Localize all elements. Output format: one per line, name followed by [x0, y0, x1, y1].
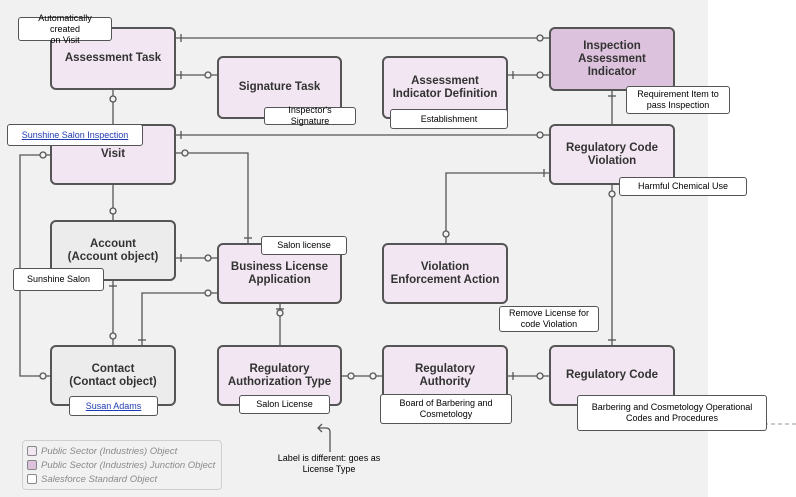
note-establishment: Establishment: [390, 109, 508, 129]
legend-label-public-sector: Public Sector (Industries) Object: [41, 445, 178, 457]
marker-circle-11: [442, 230, 450, 238]
line-visit-to-contact: [19, 154, 50, 377]
note-requirement-item: Requirement Item to pass Inspection: [626, 86, 730, 114]
annotation-label-different: Label is different: goes as License Type: [277, 453, 381, 474]
legend-row-public-sector: Public Sector (Industries) Object: [27, 444, 217, 458]
entity-account[interactable]: Account (Account object): [50, 220, 176, 281]
annotation-arrow: [318, 427, 331, 452]
marker-circle-10: [204, 289, 212, 297]
legend-swatch-public-sector: [27, 446, 37, 456]
legend: Public Sector (Industries) Object Public…: [22, 440, 222, 490]
marker-circle-12: [608, 190, 616, 198]
note-salon-license-lower: Salon license: [261, 236, 347, 255]
marker-circle-17: [536, 372, 544, 380]
line-violation-to-enforcement: [445, 172, 549, 243]
marker-circle-18: [39, 372, 47, 380]
marker-circle-2: [204, 71, 212, 79]
line-visit-to-business-license: [176, 152, 249, 243]
marker-circle-3: [536, 71, 544, 79]
note-inspector-signature: Inspector's Signature: [264, 105, 356, 126]
marker-circle-14: [276, 309, 284, 317]
marker-circle-13: [109, 332, 117, 340]
marker-circle-1: [536, 34, 544, 42]
marker-circle-5: [536, 131, 544, 139]
annotation-arrow-head: [317, 423, 323, 433]
marker-circle-4: [109, 95, 117, 103]
note-sunshine-salon: Sunshine Salon: [13, 268, 104, 291]
legend-label-junction: Public Sector (Industries) Junction Obje…: [41, 459, 216, 471]
entity-regulatory-code-violation[interactable]: Regulatory Code Violation: [549, 124, 675, 185]
marker-circle-8: [109, 207, 117, 215]
entity-contact[interactable]: Contact (Contact object): [50, 345, 176, 406]
note-salon-license-upper: Salon License: [239, 395, 330, 414]
marker-circle-6: [181, 149, 189, 157]
note-remove-license: Remove License for code Violation: [499, 306, 599, 332]
entity-inspection-assessment-indicator[interactable]: Inspection Assessment Indicator: [549, 27, 675, 91]
legend-row-standard: Salesforce Standard Object: [27, 472, 217, 486]
note-sunshine-salon-inspection[interactable]: Sunshine Salon Inspection: [7, 124, 143, 146]
marker-circle-9: [204, 254, 212, 262]
marker-circle-7: [39, 151, 47, 159]
line-contact-to-business-license: [141, 292, 217, 345]
note-automatically-created: Automatically created on Visit: [18, 13, 112, 45]
note-board-barbering: Board of Barbering and Cosmetology: [380, 394, 512, 424]
note-susan-adams[interactable]: Susan Adams: [69, 396, 158, 416]
entity-assessment-indicator-definition[interactable]: Assessment Indicator Definition: [382, 56, 508, 119]
legend-row-junction: Public Sector (Industries) Junction Obje…: [27, 458, 217, 472]
entity-assessment-task[interactable]: Assessment Task: [50, 27, 176, 90]
marker-circle-16: [369, 372, 377, 380]
legend-swatch-junction: [27, 460, 37, 470]
note-barbering-codes: Barbering and Cosmetology Operational Co…: [577, 395, 767, 431]
legend-label-standard: Salesforce Standard Object: [41, 473, 158, 485]
marker-circle-15: [347, 372, 355, 380]
legend-swatch-standard: [27, 474, 37, 484]
entity-violation-enforcement-action[interactable]: Violation Enforcement Action: [382, 243, 508, 304]
note-harmful-chemical-use: Harmful Chemical Use: [619, 177, 747, 196]
